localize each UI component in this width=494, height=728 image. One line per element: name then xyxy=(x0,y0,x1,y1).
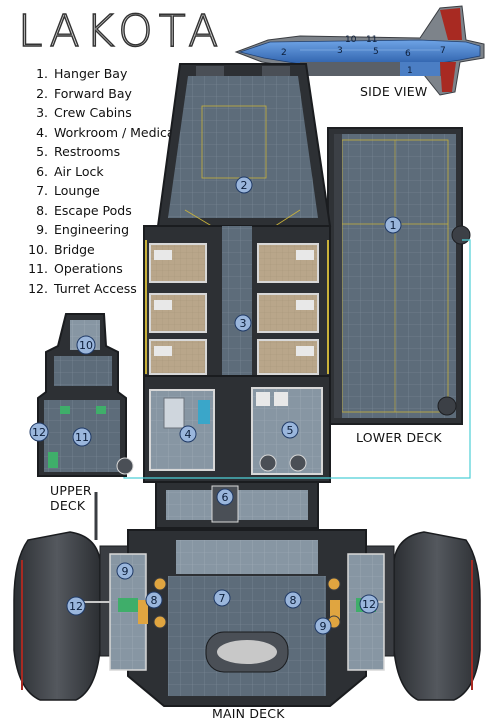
side-marker-11: 11 xyxy=(366,35,377,45)
side-view-ship xyxy=(234,5,485,96)
legend-item: 10.Bridge xyxy=(28,241,95,257)
legend-item: 3.Crew Cabins xyxy=(36,105,132,120)
legend-item: 11.Operations xyxy=(28,261,123,276)
legend-item: 1.Hanger Bay xyxy=(36,66,128,81)
legend-item: 4.Workroom / Medical xyxy=(36,124,179,140)
side-marker-1: 1 xyxy=(407,66,413,76)
marker-turret-upper: 12 xyxy=(32,426,46,439)
ship-title: LAKOTA xyxy=(17,6,225,57)
side-marker-10: 10 xyxy=(345,35,357,45)
legend-item: 5.Restrooms xyxy=(36,144,121,159)
main-ship-body xyxy=(143,63,332,529)
side-marker-6: 6 xyxy=(405,49,411,59)
legend-item: 12.Turret Access xyxy=(28,280,137,296)
legend-item: 2.Forward Bay xyxy=(36,85,132,101)
marker-turret-left: 12 xyxy=(69,600,83,613)
lower-deck-plan xyxy=(327,127,471,425)
marker-lounge: 7 xyxy=(219,592,226,605)
marker-crew-cabins: 3 xyxy=(240,317,247,330)
lower-deck-label: LOWER DECK xyxy=(356,430,442,445)
side-marker-7: 7 xyxy=(440,46,446,56)
side-marker-2: 2 xyxy=(281,48,287,58)
legend-item: 6.Air Lock xyxy=(36,163,104,179)
marker-bridge: 10 xyxy=(79,339,93,352)
legend-item: 9.Engineering xyxy=(36,222,129,237)
marker-forward-bay: 2 xyxy=(241,179,248,192)
side-marker-5: 5 xyxy=(373,47,379,57)
main-deck-label: MAIN DECK xyxy=(212,706,285,721)
upper-deck-label-line1: UPPER xyxy=(50,483,92,498)
upper-deck-label-line2: DECK xyxy=(50,498,86,513)
room-markers xyxy=(29,176,402,635)
marker-engineering-right: 9 xyxy=(320,620,327,633)
marker-hanger-bay: 1 xyxy=(390,219,397,232)
marker-air-lock: 6 xyxy=(222,491,229,504)
upper-deck-plan xyxy=(37,313,134,477)
legend-item: 8.Escape Pods xyxy=(36,202,132,218)
legend-item: 7.Lounge xyxy=(36,183,100,198)
marker-workroom: 4 xyxy=(185,428,192,441)
marker-escape-pods-left: 8 xyxy=(151,594,158,607)
side-view-label: SIDE VIEW xyxy=(360,84,428,99)
marker-restrooms: 5 xyxy=(287,424,294,437)
marker-turret-right: 12 xyxy=(362,598,376,611)
side-marker-3: 3 xyxy=(337,46,343,56)
marker-operations: 11 xyxy=(75,431,89,444)
marker-engineering-left: 9 xyxy=(122,565,129,578)
room-legend: 1.Hanger Bay 2.Forward Bay 3.Crew Cabins… xyxy=(26,64,178,298)
marker-escape-pods-right: 8 xyxy=(290,594,297,607)
main-deck-plan xyxy=(13,492,481,707)
